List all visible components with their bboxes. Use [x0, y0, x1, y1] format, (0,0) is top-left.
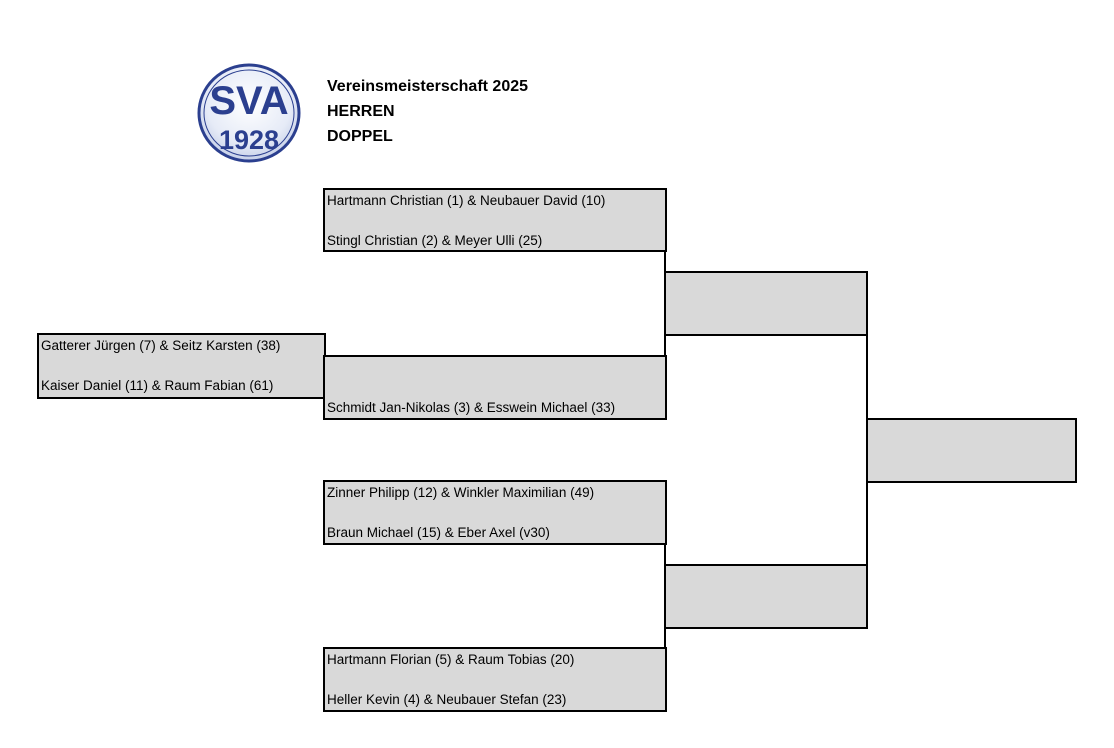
semi-match-box-1 [664, 271, 868, 336]
logo-text-top: SVA [209, 79, 288, 123]
quarter-2-team-b: Schmidt Jan-Nikolas (3) & Esswein Michae… [327, 400, 616, 415]
quarter-4-team-a: Hartmann Florian (5) & Raum Tobias (20) [327, 652, 575, 667]
quarter-match-box-2: Schmidt Jan-Nikolas (3) & Esswein Michae… [323, 355, 667, 420]
header-category: HERREN [327, 103, 395, 120]
quarter-match-box-4: Hartmann Florian (5) & Raum Tobias (20) … [323, 647, 667, 712]
connector-q1-semi1 [664, 250, 666, 273]
header-discipline: DOPPEL [327, 128, 393, 145]
club-logo: SVA 1928 [196, 62, 302, 164]
club-logo-graphic: SVA 1928 [197, 63, 301, 163]
header-title: Vereinsmeisterschaft 2025 [327, 78, 529, 95]
connector-semi2-final [866, 481, 868, 566]
logo-text-year: 1928 [219, 125, 279, 155]
connector-q2-semi1 [664, 334, 666, 357]
prelim-match-box: Gatterer Jürgen (7) & Seitz Karsten (38)… [37, 333, 326, 399]
quarter-4-team-b: Heller Kevin (4) & Neubauer Stefan (23) [327, 692, 567, 707]
page-header: Vereinsmeisterschaft 2025 HERREN DOPPEL [327, 74, 528, 149]
prelim-team-a: Gatterer Jürgen (7) & Seitz Karsten (38) [41, 338, 281, 353]
quarter-3-team-b: Braun Michael (15) & Eber Axel (v30) [327, 525, 550, 540]
quarter-match-box-1: Hartmann Christian (1) & Neubauer David … [323, 188, 667, 252]
quarter-1-team-a: Hartmann Christian (1) & Neubauer David … [327, 193, 606, 208]
semi-match-box-2 [664, 564, 868, 629]
connector-q3-semi2 [664, 543, 666, 566]
quarter-match-box-3: Zinner Philipp (12) & Winkler Maximilian… [323, 480, 667, 545]
quarter-1-team-b: Stingl Christian (2) & Meyer Ulli (25) [327, 233, 543, 248]
prelim-team-b: Kaiser Daniel (11) & Raum Fabian (61) [41, 378, 274, 393]
quarter-3-team-a: Zinner Philipp (12) & Winkler Maximilian… [327, 485, 595, 500]
connector-q4-semi2 [664, 627, 666, 649]
final-match-box [866, 418, 1077, 483]
connector-semi1-final [866, 334, 868, 420]
